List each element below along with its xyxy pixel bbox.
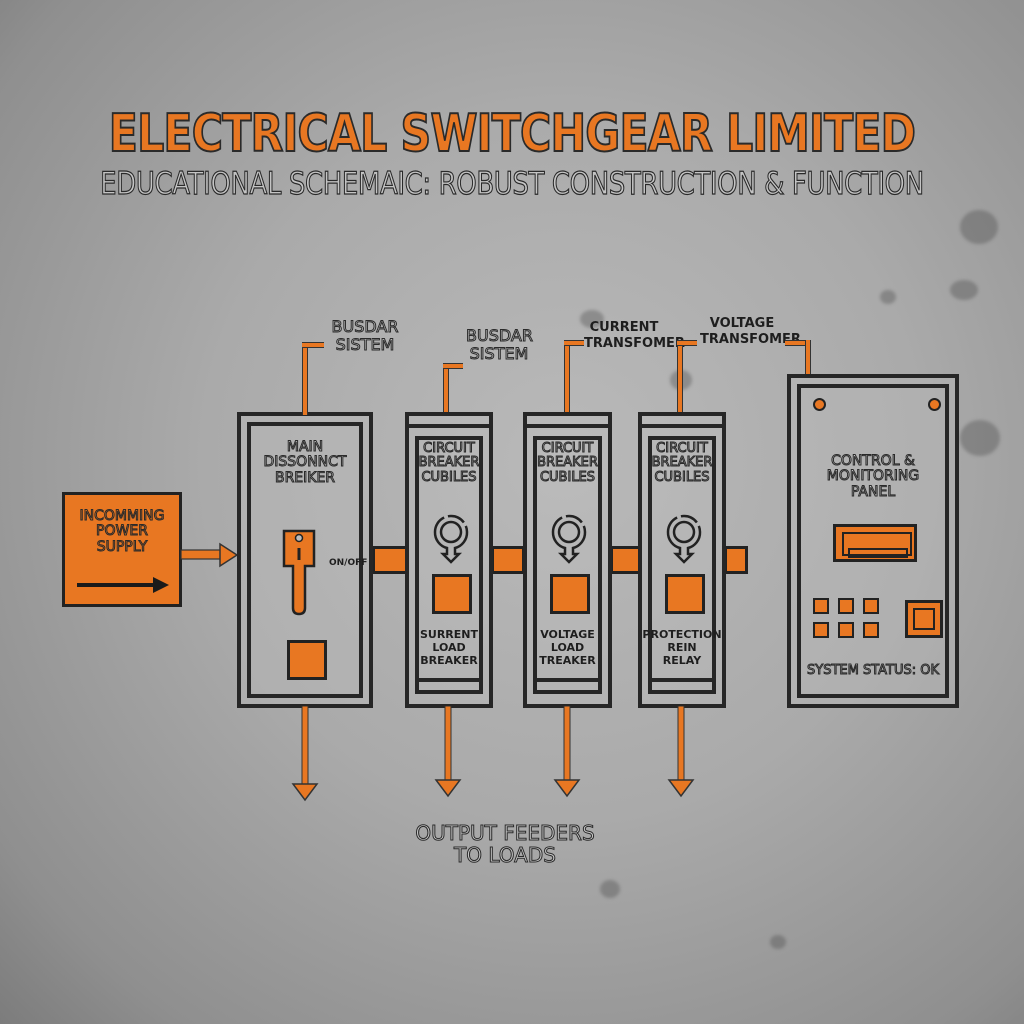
cabinet-inner-frame [247,422,363,698]
breaker-indicator [550,574,590,614]
callout-leader [443,363,449,413]
callout-leader [443,363,463,369]
output-feeder-arrow-icon [667,706,695,798]
keypad-button[interactable] [863,622,879,638]
keypad-button[interactable] [813,598,829,614]
keypad-button[interactable] [863,598,879,614]
output-feeder-arrow-icon [553,706,581,798]
keypad-button[interactable] [838,598,854,614]
selector-knob-icon[interactable] [431,514,471,570]
output-feeders-label: OUTPUT FEEDERS TO LOADS [415,821,595,867]
busbar-segment [724,546,748,574]
disconnect-lever-icon[interactable] [281,528,317,618]
output-feeder-arrow-icon [291,706,319,802]
cubicle-bottom-rail [415,678,483,682]
display-screen [833,524,917,562]
button-inset [913,608,935,630]
feed-arrow-icon [180,542,239,568]
page-title: ELECTRICAL SWITCHGEAR LIMITED [108,103,917,165]
breaker-indicator [665,574,705,614]
incoming-power-supply-block[interactable]: INCOMMING POWER SUPPLY [62,492,182,607]
background-stain [600,880,620,898]
keypad-button[interactable] [813,622,829,638]
callout-leader [564,340,570,413]
cubicle-bottom-rail [648,678,716,682]
cubicle-top-rail [527,424,608,428]
panel-screw-icon [928,398,941,411]
busbar-segment [372,546,408,574]
breaker-indicator [432,574,472,614]
background-stain [960,420,1000,456]
callout-leader [302,342,324,348]
page-subtitle: EDUCATIONAL SCHEMAIC: ROBUST CONSTRUCTIO… [100,165,925,202]
background-stain [960,210,998,244]
callout-leader [785,340,811,346]
callout-leader [677,340,697,346]
background-stain [950,280,978,300]
on-off-label: ON/OFF [329,558,368,568]
callout-leader [564,340,584,346]
background-stain [770,935,786,949]
keypad-button[interactable] [838,622,854,638]
cubicle-bottom-rail [533,678,602,682]
panel-screw-icon [813,398,826,411]
cubicle-inner-frame [415,436,483,694]
panel-label: CONTROL & MONITORING PANEL [826,453,920,501]
display-bezel [842,532,912,556]
busbar-segment [491,546,525,574]
background-stain [580,310,604,328]
callout-leader [302,342,308,412]
selector-knob-icon[interactable] [664,514,704,570]
arrow-right-icon [77,577,169,593]
output-feeder-arrow-icon [434,706,462,798]
callout-leader [677,340,683,413]
main-disconnect-breaker-cabinet[interactable]: MAIN DISSONNCT BREIKER ON/OFF [237,412,373,708]
cubicle-inner-frame [648,436,716,694]
cubicle-inner-frame [533,436,602,694]
callout-leader [805,340,811,378]
main-control-button[interactable] [905,600,943,638]
incoming-label: INCOMMING POWER SUPPLY [79,508,165,556]
cubicle-top-rail [409,424,489,428]
breaker-indicator [287,640,327,680]
background-stain [880,290,896,304]
cubicle-top-rail [642,424,722,428]
busbar-stub [302,405,308,415]
selector-knob-icon[interactable] [549,514,589,570]
main-breaker-label: MAIN DISSONNCT BREIKER [263,439,347,487]
display-slot [848,548,908,558]
panel-inner-frame [797,384,949,698]
control-monitoring-panel[interactable]: CONTROL & MONITORING PANEL SYSTEM STATUS… [787,374,959,708]
system-status: SYSTEM STATUS: OK [807,663,940,679]
